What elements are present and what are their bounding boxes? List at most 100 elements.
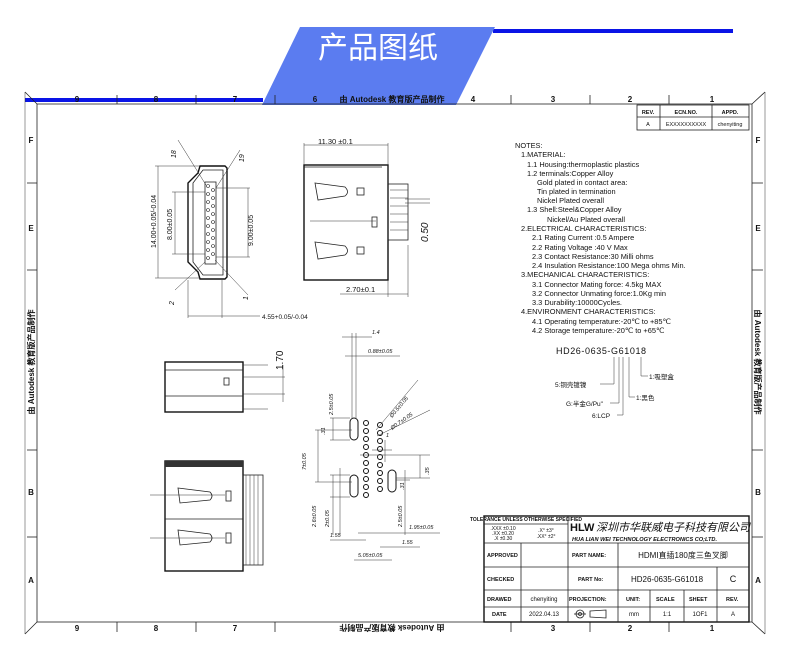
row-label: B [28,488,34,497]
ecn-header: ECN.NO. [675,110,698,116]
dim-fp: .31 [400,482,406,490]
tol: .XX° ±2° [537,534,556,540]
banner-badge [262,27,495,105]
dim-fp: 0.88±0.05 [368,349,393,355]
col-label: 9 [75,624,80,633]
dim-fp: 1.55 [330,533,342,539]
tol: .X ±0.30 [494,536,513,542]
watermark-right: 由 Autodesk 教育版产品制作 [753,310,763,415]
unit-value: mm [629,612,639,618]
legend-item: 6:LCP [592,413,610,420]
row-label: A [755,576,761,585]
dim-fp: 2±0.05 [325,509,331,528]
col-label: 8 [154,624,159,633]
rev-value: A [731,612,735,618]
dim-pins: 9.00±0.05 [248,215,255,246]
part-no-label: PART No: [578,577,603,583]
scale-label: SCALE [656,597,675,603]
note-line: 2.1 Rating Current :0.5 Ampere [532,233,634,242]
note-line: 3.1 Connector Mating force: 4.5kg MAX [532,280,661,289]
col-label: 1 [710,624,715,633]
part-code: HD26-0635-G61018 [556,346,647,356]
pcb-footprint: 1.4 0.88±0.05 2.5±0.05 Ø0.5±0.05 Ø0.7±0.… [302,330,440,561]
part-code-legend: HD26-0635-G61018 1:吸塑盒 1:黑色 5:铜壳镀镍 G:半金G… [555,346,674,420]
dim-fp: 7±0.05 [302,452,308,470]
dim-fp: 1 [386,433,389,439]
dim-pin2: 2 [169,301,176,306]
note-line: 1.2 terminals:Copper Alloy [527,169,614,178]
sheet-label: SHEET [689,597,708,603]
watermark-bottom: 由 Autodesk 教育版产品制作 [340,623,445,633]
banner: 产品图纸 [25,27,733,105]
col-label: 6 [313,95,318,104]
bottom-view [150,460,264,572]
drawing-frame: 9 8 7 6 由 Autodesk 教育版产品制作 4 3 2 1 9 8 7… [24,91,766,635]
note-line: 2.4 Insulation Resistance:100 Mega ohms … [532,261,686,270]
company-name-cn: 深圳市华联威电子科技有限公司 [596,521,751,534]
tol: .X° ±3° [538,528,554,534]
note-line: 3.MECHANICAL CHARACTERISTICS: [521,270,649,279]
tol: .XX ±0.20 [492,531,514,537]
note-line: 2.3 Contact Resistance:30 Milli ohms [532,252,654,261]
part-name-value: HDMI直插180度三鱼叉脚 [638,550,728,560]
col-label: 2 [628,624,633,633]
dim-fp: .35 [425,466,431,475]
note-line: 1.MATERIAL: [521,150,566,159]
note-line: 4.1 Operating temperature:-20℃ to +85℃ [532,317,671,326]
col-label: 3 [551,95,556,104]
legend-item: 5:铜壳镀镍 [555,380,587,389]
legend-item: 1:吸塑盒 [649,372,674,381]
row-label: A [28,576,34,585]
note-line: 2.ELECTRICAL CHARACTERISTICS: [521,224,646,233]
note-line: 4.2 Storage temperature:-20℃ to +65℃ [532,326,664,335]
title-block: TOLERANCE UNLESS OTHERWISE SPECIFIED .XX… [470,515,751,623]
dim-fp: .31 [321,427,327,435]
note-line: 2.2 Rating Voltage :40 V Max [532,243,628,252]
dim-fp: 2.6±0.05 [312,505,318,528]
banner-title: 产品图纸 [318,32,438,65]
note-line: Tin plated in termination [537,187,616,196]
col-label: 9 [75,95,80,104]
row-label: F [756,136,761,145]
company-logo: HLW [570,522,595,534]
scale-value: 1:1 [663,612,672,618]
date-value: 2022.04.13 [529,612,560,618]
dim-inner: 8.00±0.05 [167,209,174,240]
approved-label: APPROVED [487,553,518,559]
legend-item: G:半金G/Pu" [566,399,604,408]
front-view: 18 19 14.00+0.05/-0.04 8.00±0.05 9.00±0.… [151,139,308,321]
ecn-value: EXXXXXXXXXX [666,122,707,128]
col-label: 7 [233,95,238,104]
watermark-top: 由 Autodesk 教育版产品制作 [340,94,445,104]
note-line: 3.2 Connector Unmating force:1.0Kg min [532,289,666,298]
dim-pitch: 0.50 [420,222,431,242]
projection-label: PROJECTION: [569,597,607,603]
company-name-en: HUA LIAN WEI TECHNOLOGY ELECTRONICS CO;L… [572,537,717,543]
dim-length: 11.30 ±0.1 [318,137,353,146]
part-name-label: PART NAME: [572,553,606,559]
dim-pin19: 19 [239,154,246,162]
projection-symbol-icon [574,609,607,619]
col-label: 7 [233,624,238,633]
part-no-value: HD26-0635-G61018 [631,575,704,584]
tol: .XXX ±0.10 [490,526,515,532]
dim-fp: 2.5±0.05 [329,393,335,416]
note-line: Gold plated in contact area: [537,178,627,187]
dim-pin18: 18 [171,150,178,158]
note-line: 1.3 Shell:Steel&Copper Alloy [527,205,622,214]
banner-line-right [493,29,733,33]
rev-header: REV. [642,110,655,116]
dim-fp: 1.55 [402,540,414,546]
dim-top-height: 1.70 [275,350,286,370]
drawed-label: DRAWED [487,597,511,603]
col-label: 4 [471,95,476,104]
row-label: E [755,224,761,233]
side-view: 11.30 ±0.1 0.50 2.70±0.1 [303,137,431,297]
dim-pin1: 1 [243,296,250,300]
note-line: NOTES: [515,141,543,150]
dim-fp: 1.4 [372,330,380,336]
banner-line-left [25,98,263,102]
dim-height: 14.00+0.05/-0.04 [151,195,158,248]
